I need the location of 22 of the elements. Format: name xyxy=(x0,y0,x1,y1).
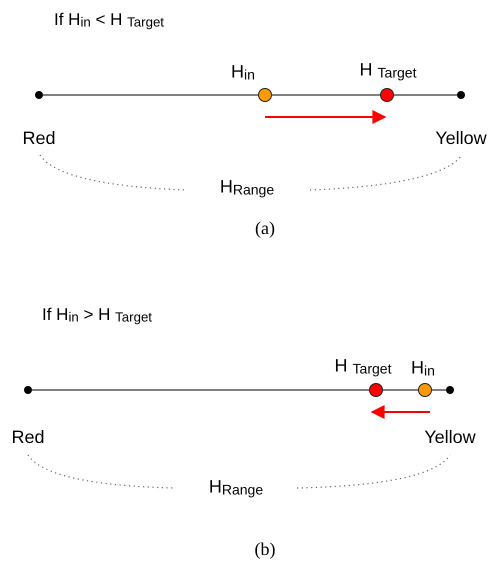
marker-label: H $_{Target}$ xyxy=(334,356,392,376)
line-segment xyxy=(432,389,446,391)
line-segment xyxy=(272,94,380,96)
panel-caption: (a) xyxy=(255,219,275,237)
marker-label: H$_{in}$ xyxy=(231,62,255,82)
direction-arrow xyxy=(370,405,430,419)
line-segment xyxy=(394,94,457,96)
direction-arrow xyxy=(265,110,386,124)
color-label: Yellow xyxy=(424,428,476,446)
condition-heading: If H$_{in}$ > H $_{Target}$ xyxy=(42,306,152,324)
panel-caption: (b) xyxy=(254,540,276,558)
line-segment xyxy=(32,389,369,391)
marker-label: H$_{in}$ xyxy=(411,358,435,378)
condition-heading: If H$_{in}$ < H $_{Target}$ xyxy=(54,11,164,29)
color-label: Yellow xyxy=(435,129,487,147)
range-label: H$_{Range}$ xyxy=(220,178,274,196)
color-label: Red xyxy=(11,428,45,446)
color-label: Red xyxy=(22,129,56,147)
marker-label: H $_{Target}$ xyxy=(360,60,416,80)
line-segment xyxy=(383,389,418,391)
line-segment xyxy=(43,94,258,96)
range-label: H$_{Range}$ xyxy=(208,478,264,496)
